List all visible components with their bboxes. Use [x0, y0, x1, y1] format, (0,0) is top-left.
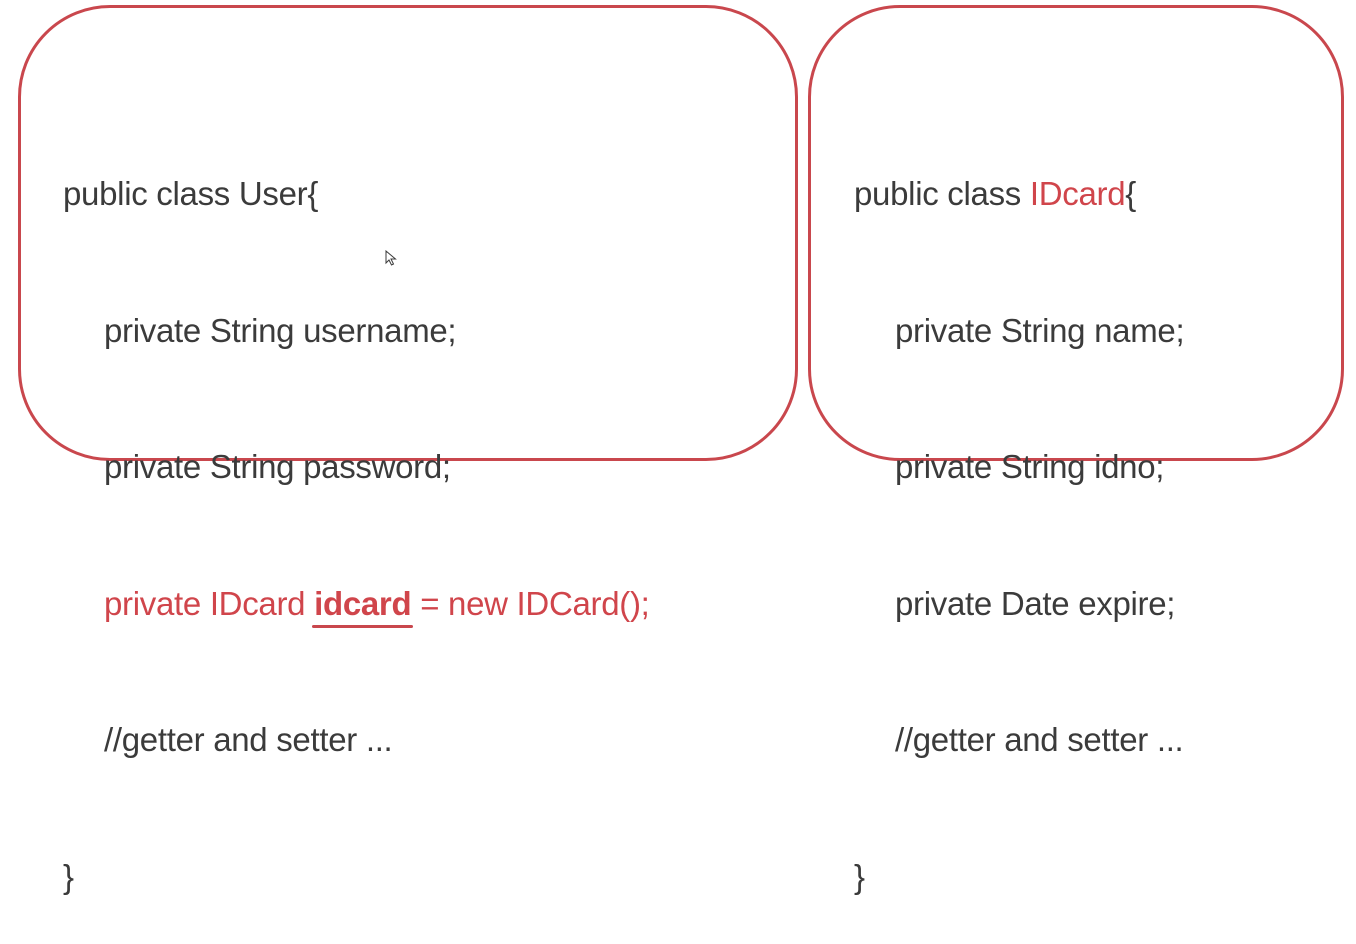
- user-class-declaration: public class User{: [63, 175, 319, 212]
- idcard-class-closing-brace: }: [854, 857, 865, 895]
- user-class-closing-brace: }: [63, 857, 74, 895]
- mouse-pointer-icon: [385, 250, 397, 266]
- user-class-box: public class User{ private String userna…: [18, 5, 798, 895]
- idcard-field-type: private IDcard: [104, 584, 315, 622]
- user-class-code: public class User{ private String userna…: [63, 80, 650, 944]
- idcard-field-initializer: = new IDCard();: [411, 584, 650, 622]
- idcard-field-name: private String name;: [895, 311, 1185, 349]
- idcard-class-comment: //getter and setter ...: [895, 721, 1184, 758]
- user-field-idcard: private IDcard idcard = new IDCard();: [63, 581, 650, 628]
- user-class-comment: //getter and setter ...: [104, 721, 393, 758]
- idcard-class-name: IDcard: [1029, 175, 1126, 212]
- idcard-field-expire: private Date expire;: [895, 584, 1176, 622]
- idcard-underline: [312, 624, 414, 628]
- user-field-username: private String username;: [104, 311, 457, 349]
- idcard-class-code: public class IDcard{ private String name…: [854, 80, 1185, 944]
- user-field-password: private String password;: [104, 448, 451, 485]
- idcard-field-variable: idcard: [312, 584, 414, 628]
- idcard-class-box: public class IDcard{ private String name…: [808, 5, 1344, 895]
- idcard-declaration-prefix: public class: [854, 175, 1030, 212]
- idcard-declaration-brace: {: [1125, 175, 1136, 212]
- idcard-class-declaration: public class IDcard{: [854, 171, 1184, 217]
- idcard-variable-label: idcard: [314, 584, 412, 622]
- idcard-field-idno: private String idno;: [895, 448, 1165, 485]
